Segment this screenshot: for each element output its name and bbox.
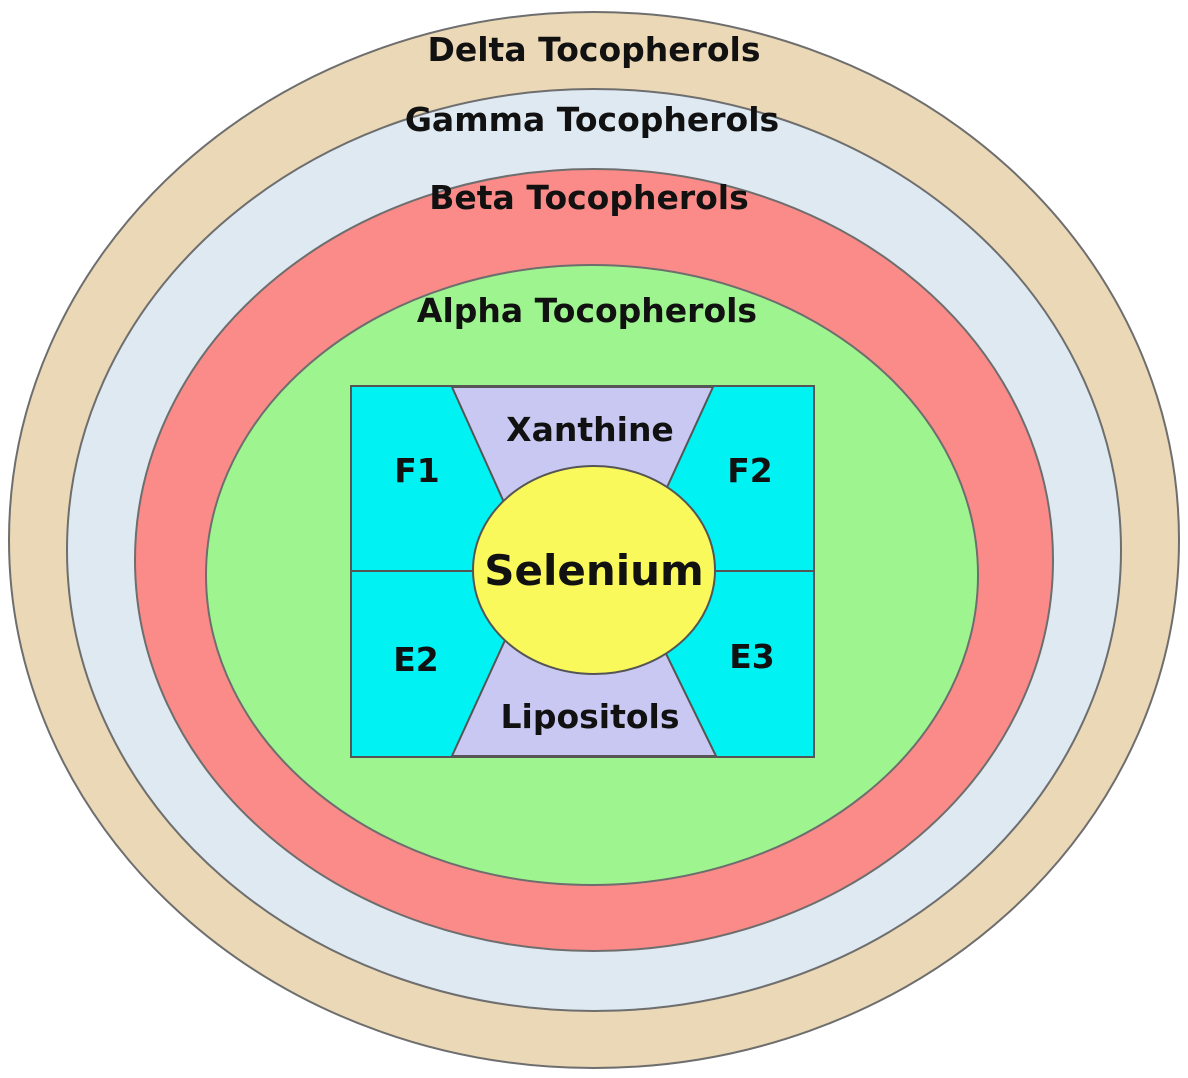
e3-label: E3 [729, 637, 775, 676]
beta-ring-label: Beta Tocopherols [429, 178, 749, 217]
gamma-ring-label: Gamma Tocopherols [405, 100, 779, 139]
f1-label: F1 [394, 451, 440, 490]
f2-label: F2 [727, 451, 773, 490]
xanthine-label: Xanthine [506, 410, 674, 449]
alpha-ring-label: Alpha Tocopherols [417, 291, 757, 330]
e2-label: E2 [393, 640, 439, 679]
lipositols-label: Lipositols [501, 697, 680, 736]
selenium-label: Selenium [484, 546, 704, 595]
delta-ring-label: Delta Tocopherols [427, 30, 760, 69]
central-grid [350, 385, 815, 758]
selenium-core [472, 465, 716, 675]
